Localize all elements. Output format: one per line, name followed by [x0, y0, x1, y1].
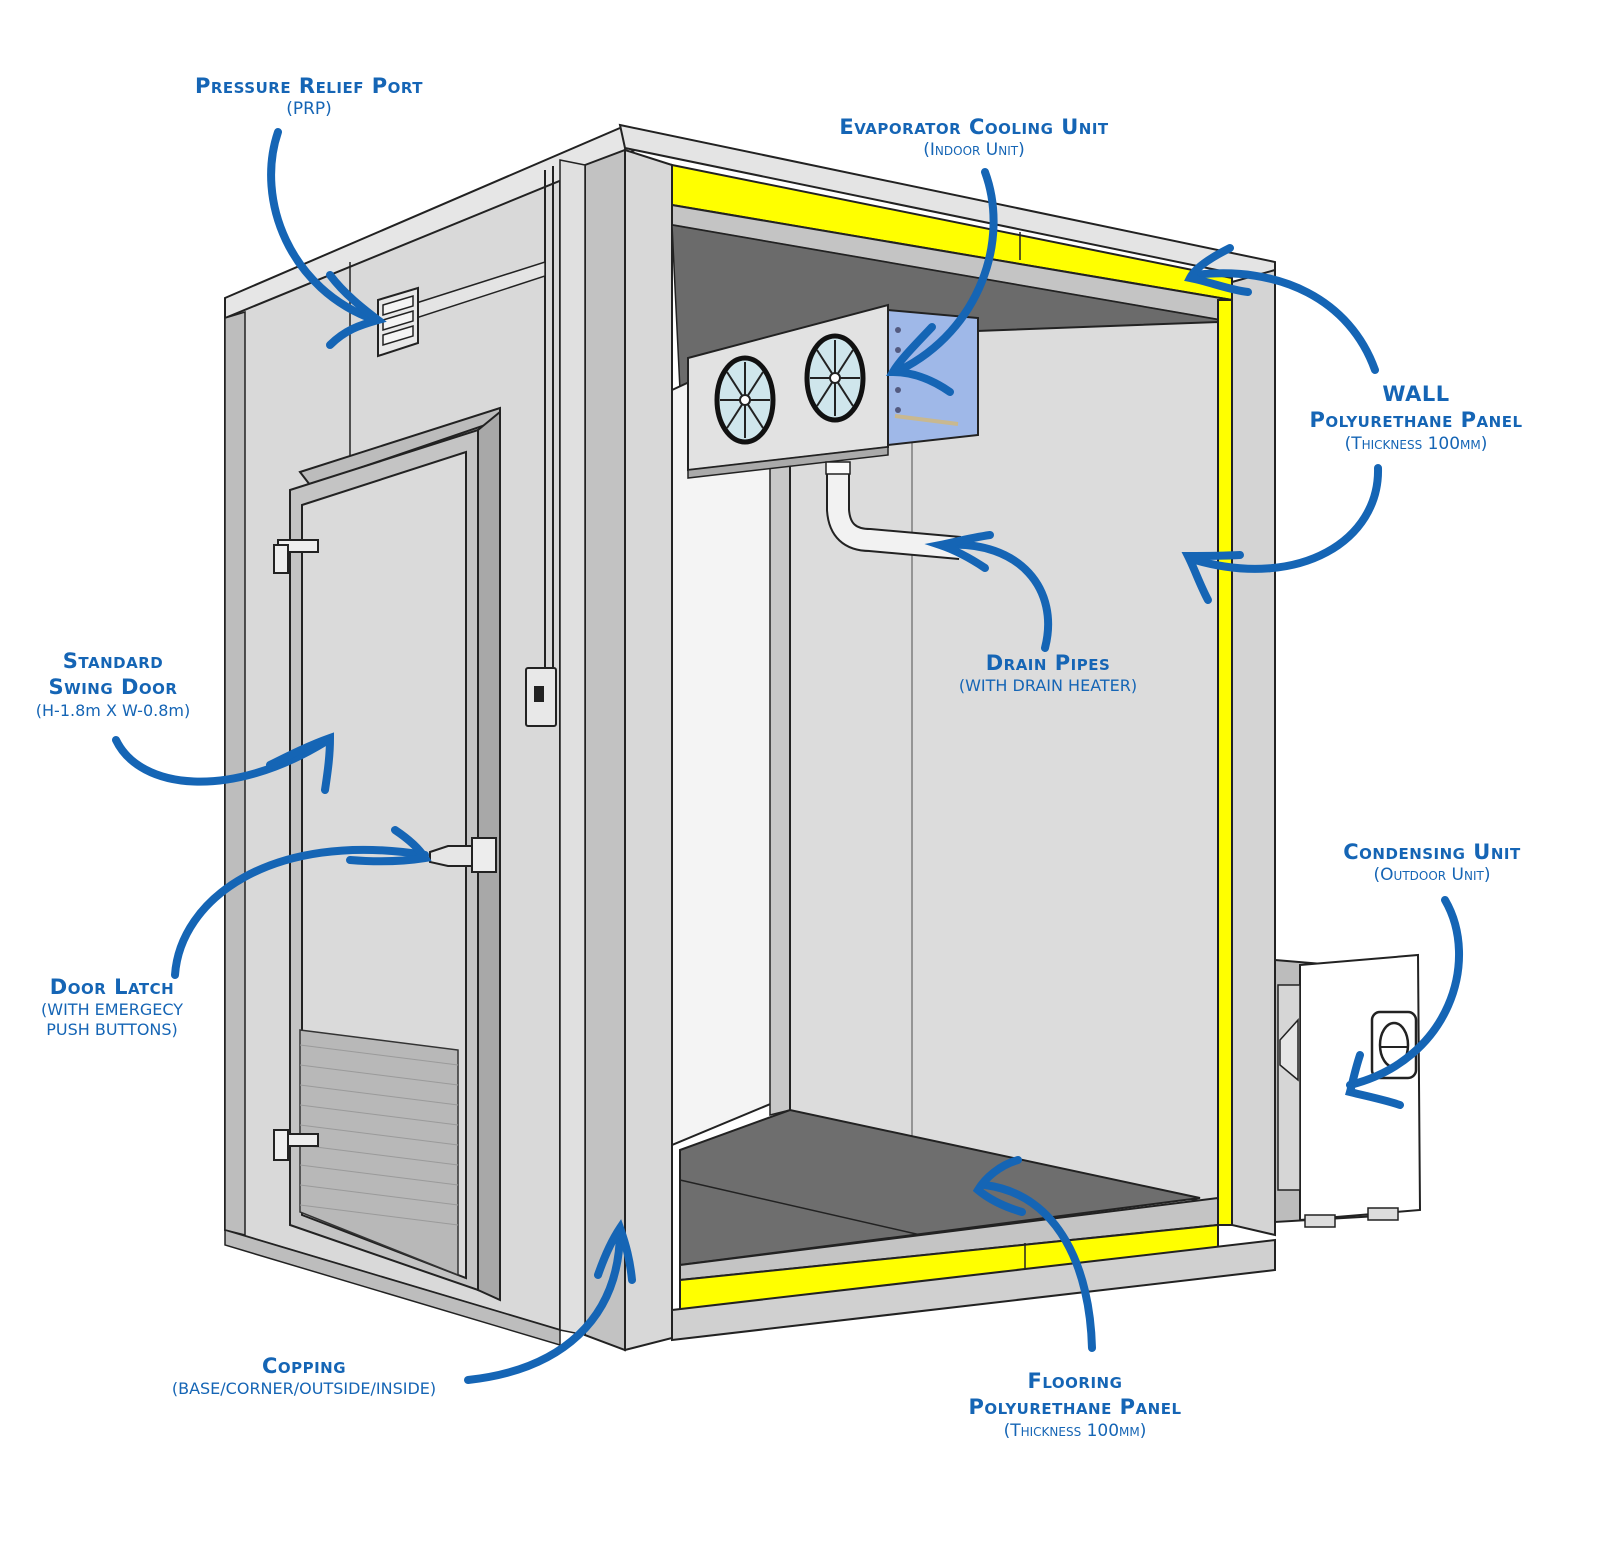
drain-pipe — [825, 461, 962, 560]
label-door-latch: Door Latch (WITH EMERGECY PUSH BUTTONS) — [41, 974, 183, 1040]
prp-arrowhead — [326, 271, 387, 349]
label-standard-swing-door: Standard Swing Door (H-1.8m X W-0.8m) — [36, 648, 190, 721]
label-pressure-relief-port: Pressure Relief Port (PRP) — [195, 73, 423, 121]
electrical-switch-box — [525, 667, 557, 727]
pressure-relief-port-vent — [377, 286, 419, 358]
prp-arrow — [267, 128, 379, 324]
door-hinge-top — [273, 539, 319, 574]
door-arrow — [112, 736, 329, 786]
label-subtitle: (Thickness 100mm) — [1003, 1420, 1147, 1441]
corner-copping-post — [559, 148, 673, 1352]
label-flooring-panel: Flooring Polyurethane Panel (Thickness 1… — [968, 1368, 1181, 1442]
copping-arrow — [464, 1226, 624, 1384]
condensing-arrowhead — [1345, 1051, 1404, 1109]
flooring-arrow — [981, 1181, 1096, 1352]
label-title: Standard — [62, 649, 164, 673]
evaporator-fan-right — [804, 333, 866, 423]
label-subtitle: (PRP) — [286, 99, 332, 120]
wall-top-arrowhead — [1184, 244, 1252, 296]
label-title: Flooring — [1027, 1369, 1123, 1393]
latch-arrowhead — [346, 826, 432, 866]
latch-arrow — [171, 845, 429, 979]
label-title: Drain Pipes — [985, 651, 1111, 675]
drain-arrow — [941, 540, 1053, 652]
door-latch — [429, 837, 497, 873]
flooring-arrowhead — [972, 1156, 1026, 1216]
evaporator-arrow — [896, 168, 998, 374]
label-subtitle: (WITH DRAIN HEATER) — [958, 676, 1138, 696]
label-line3: PUSH BUTTONS) — [46, 1020, 178, 1040]
copping-arrowhead — [594, 1219, 636, 1284]
label-title: Door Latch — [49, 975, 175, 999]
wall-bottom-arrow — [1191, 464, 1383, 573]
label-copping: Copping (BASE/CORNER/OUTSIDE/INSIDE) — [172, 1353, 436, 1399]
label-subtitle: (WITH EMERGECY — [41, 1000, 183, 1020]
label-title: WALL — [1382, 382, 1450, 406]
label-subtitle: (H-1.8m X W-0.8m) — [35, 700, 191, 720]
door-arrowhead — [266, 732, 335, 794]
callout-arrows — [112, 128, 1463, 1384]
door-hinge-bottom — [273, 1129, 319, 1161]
label-line2: Polyurethane Panel — [1309, 408, 1523, 433]
condensing-arrow — [1346, 896, 1463, 1089]
label-line2: Polyurethane Panel — [968, 1395, 1182, 1420]
label-wall-panel: WALL Polyurethane Panel (Thickness 100mm… — [1309, 381, 1522, 455]
floor-panel — [671, 1108, 1276, 1342]
label-title: Copping — [261, 1354, 347, 1378]
label-line2: Swing Door — [48, 675, 178, 700]
wall-top-arrow — [1191, 269, 1379, 374]
label-evaporator-cooling-unit: Evaporator Cooling Unit (Indoor Unit) — [839, 114, 1108, 162]
label-title: Condensing Unit — [1343, 840, 1521, 864]
label-title: Pressure Relief Port — [194, 74, 424, 98]
evaporator-arrowhead — [886, 323, 954, 396]
drain-arrowhead — [924, 531, 994, 572]
label-subtitle: (Thickness 100mm) — [1344, 433, 1488, 454]
label-subtitle: (Outdoor Unit) — [1373, 865, 1491, 886]
evaporator-fan-left — [714, 355, 776, 445]
label-subtitle: (BASE/CORNER/OUTSIDE/INSIDE) — [171, 1379, 437, 1399]
label-subtitle: (Indoor Unit) — [923, 140, 1025, 161]
label-condensing-unit: Condensing Unit (Outdoor Unit) — [1343, 839, 1520, 887]
label-drain-pipes: Drain Pipes (WITH DRAIN HEATER) — [959, 650, 1137, 696]
label-title: Evaporator Cooling Unit — [839, 115, 1109, 139]
wall-bottom-arrowhead — [1181, 551, 1244, 604]
